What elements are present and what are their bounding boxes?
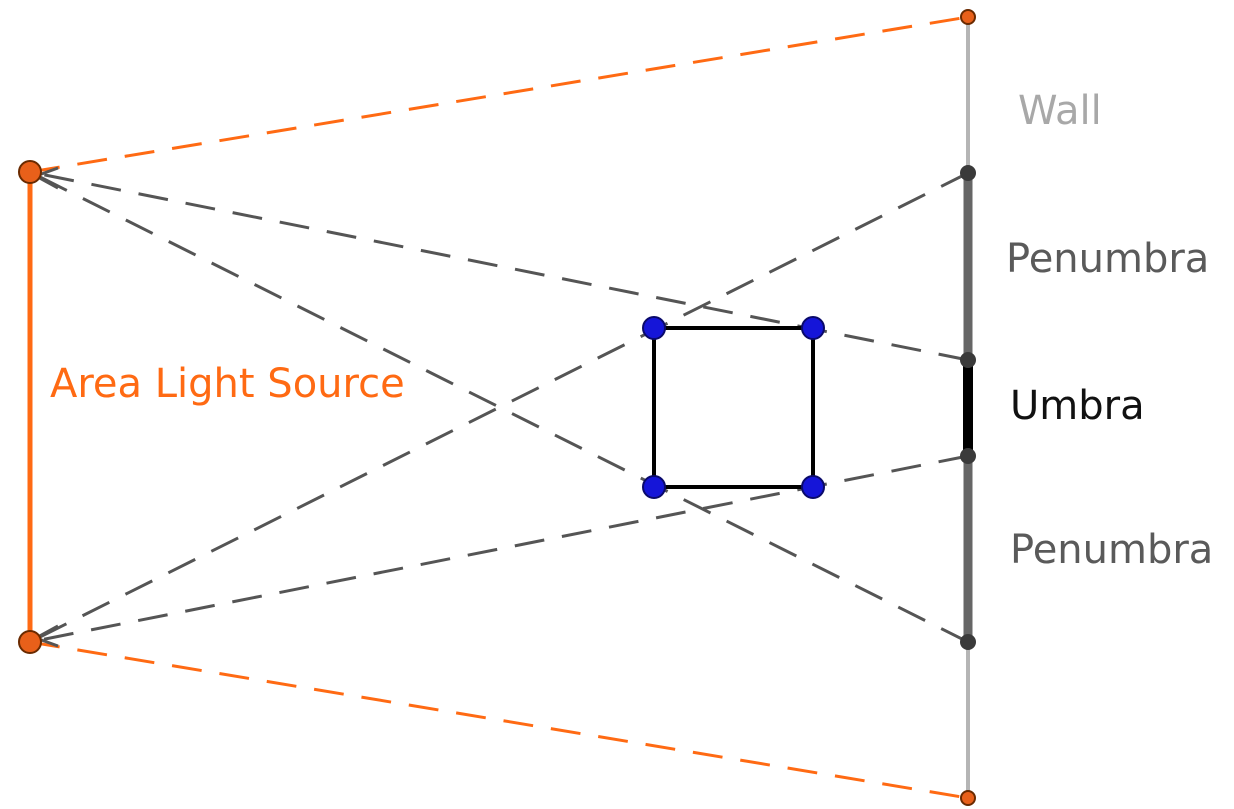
wall-point-umbra-top[interactable]: [960, 352, 976, 368]
wall-point-penumbra-bottom[interactable]: [960, 634, 976, 650]
wall-point-umbra-bottom[interactable]: [960, 448, 976, 464]
penumbra-bottom-label: Penumbra: [1010, 527, 1213, 573]
wall-point-top[interactable]: [960, 9, 976, 25]
occluder-vertex-tr[interactable]: [801, 316, 825, 340]
umbra-label: Umbra: [1010, 383, 1145, 429]
occluder-vertex-bl[interactable]: [642, 475, 666, 499]
wall-point-bottom[interactable]: [960, 790, 976, 806]
occluder-vertex-br[interactable]: [801, 475, 825, 499]
wall-label: Wall: [1018, 88, 1102, 134]
ray-bottom-to-penumbra-top: [29, 171, 969, 644]
light-point-bottom[interactable]: [18, 630, 42, 654]
occluder-square: [652, 326, 815, 489]
area-light-source-label: Area Light Source: [50, 361, 405, 407]
ray-top-to-penumbra-bottom: [29, 170, 969, 644]
light-point-top[interactable]: [18, 160, 42, 184]
penumbra-top-label: Penumbra: [1006, 236, 1209, 282]
ray-bottom-to-umbra-bottom: [29, 454, 969, 644]
outer-ray-top: [29, 15, 969, 174]
occluder-vertex-tl[interactable]: [642, 316, 666, 340]
wall-point-penumbra-top[interactable]: [960, 165, 976, 181]
ray-top-to-umbra-top: [29, 170, 969, 362]
outer-ray-bottom: [29, 640, 969, 800]
